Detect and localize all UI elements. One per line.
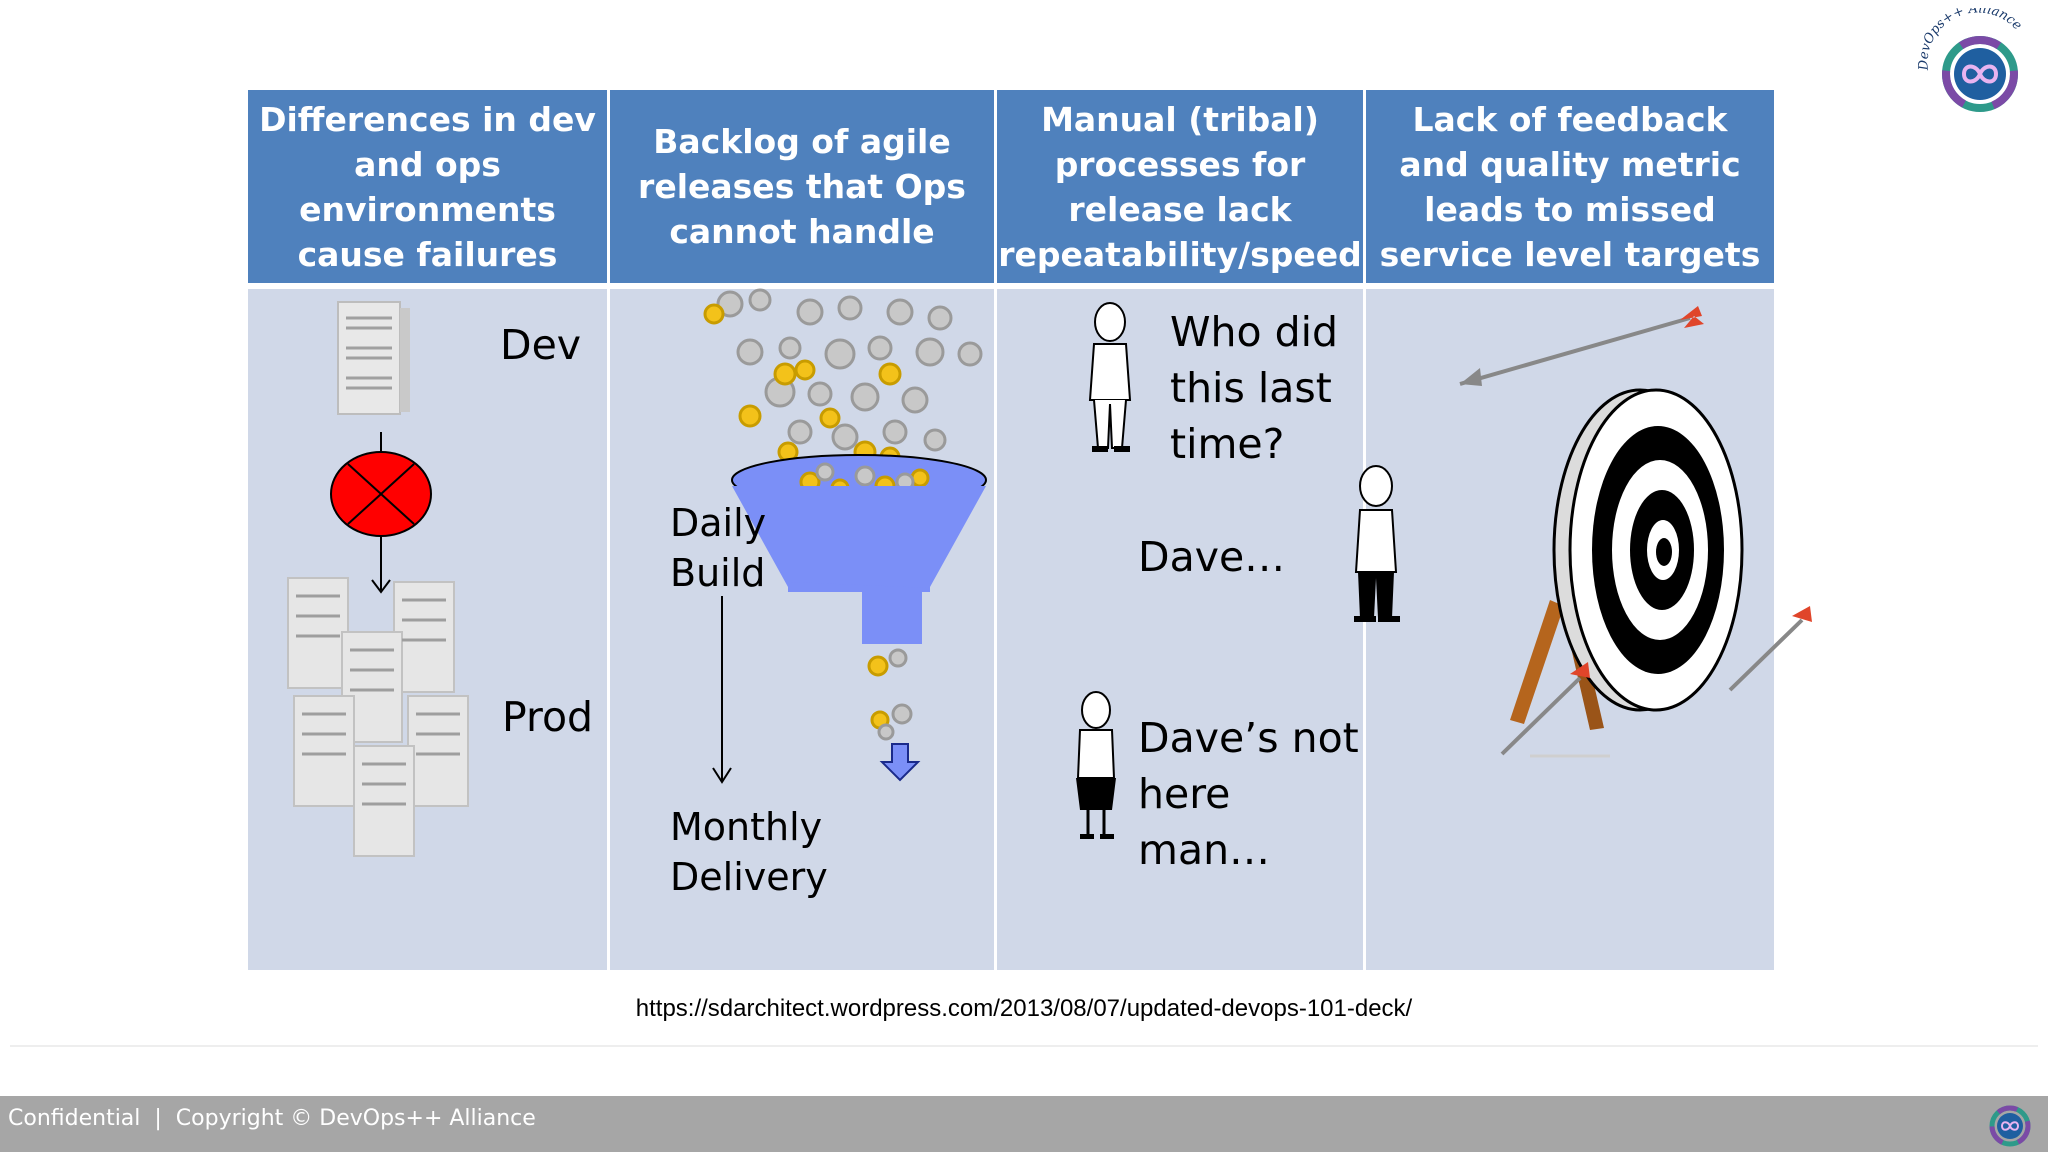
dev-label: Dev — [500, 321, 582, 369]
blocked-connection — [326, 430, 436, 600]
monthly-delivery-label: Monthly Delivery — [670, 805, 828, 899]
prod-label: Prod — [502, 693, 594, 741]
source-url[interactable]: https://sdarchitect.wordpress.com/2013/0… — [635, 995, 1413, 1022]
header-backlog: Backlog of agile releases that Ops canno… — [610, 90, 994, 283]
reply-text: Dave’s not here man… — [1138, 714, 1359, 874]
header-lack-of-feedback: Lack of feedback and quality metric lead… — [1366, 90, 1774, 283]
woman-figure-icon — [1068, 688, 1124, 844]
footer-logo — [1980, 1096, 2038, 1152]
answer-text: Dave… — [1138, 533, 1286, 581]
dev-server-icon — [334, 298, 414, 418]
delivery-arrow — [710, 596, 734, 786]
divider — [10, 1045, 2038, 1047]
question-text: Who did this last time? — [1170, 308, 1339, 468]
header-dev-ops-differences: Differences in dev and ops environments … — [248, 90, 607, 283]
cell-col2 — [610, 289, 994, 970]
footer-copyright: Confidential | Copyright © DevOps++ Alli… — [8, 1106, 536, 1131]
prod-server-cluster-icon — [284, 576, 484, 866]
devops-alliance-logo: DevOps++ Alliance — [1908, 1, 2038, 118]
daily-build-label: Daily Build — [670, 501, 767, 595]
target-with-arrows-illustration — [1440, 300, 1840, 780]
gears-funnel-illustration — [690, 282, 1030, 792]
dave-figure-icon — [1344, 462, 1406, 626]
man-figure-icon — [1080, 300, 1140, 456]
footer-bar — [0, 1096, 2048, 1152]
header-manual-processes: Manual (tribal) processes for release la… — [997, 90, 1363, 283]
cell-col3 — [997, 289, 1363, 970]
